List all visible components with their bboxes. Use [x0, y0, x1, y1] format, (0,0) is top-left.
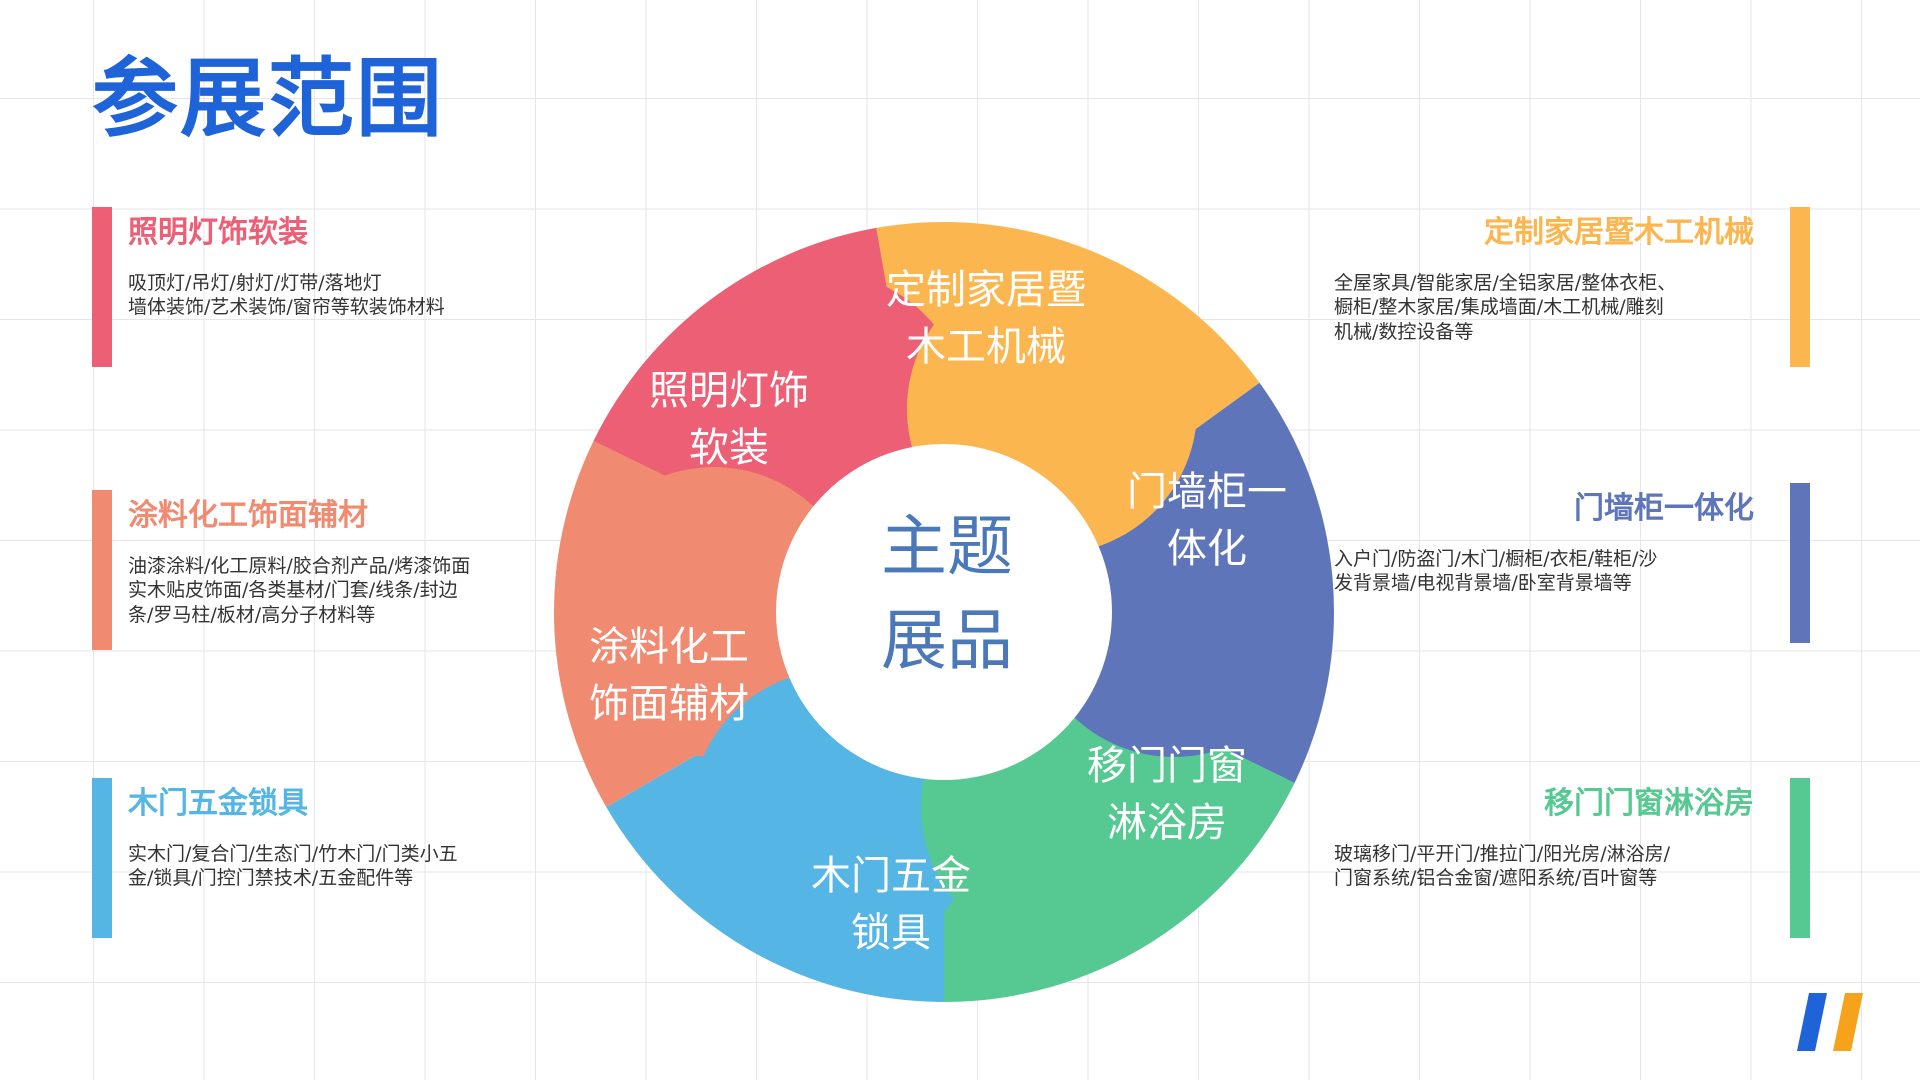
brand-logo-icon — [1797, 993, 1863, 1051]
info-custom-furniture: 定制家居暨木工机械 全屋家具/智能家居/全铝家居/整体衣柜、 橱柜/整木家居/集… — [1309, 207, 1810, 367]
info-title: 移门门窗淋浴房 — [1544, 786, 1754, 821]
segment-label-door-wall-cabinet: 门墙柜一 体化 — [1127, 469, 1287, 572]
accent-bar — [1790, 207, 1810, 367]
segment-label-wooden-doors: 木门五金 锁具 — [811, 853, 971, 956]
segment-label-coatings: 涂料化工 饰面辅材 — [589, 624, 749, 727]
info-title: 定制家居暨木工机械 — [1484, 215, 1754, 250]
info-title: 木门五金锁具 — [128, 786, 308, 821]
segment-label-custom-furniture: 定制家居暨 木工机械 — [886, 267, 1086, 370]
info-desc: 全屋家具/智能家居/全铝家居/整体衣柜、 橱柜/整木家居/集成墙面/木工机械/雕… — [1334, 272, 1677, 343]
segment-label-lighting: 照明灯饰 软装 — [649, 368, 809, 471]
info-title: 门墙柜一体化 — [1574, 491, 1754, 526]
segment-label-sliding-doors: 移门门窗 淋浴房 — [1087, 743, 1247, 846]
info-desc: 吸顶灯/吊灯/射灯/灯带/落地灯 墙体装饰/艺术装饰/窗帘等软装饰材料 — [128, 272, 445, 319]
info-desc: 玻璃移门/平开门/推拉门/阳光房/淋浴房/ 门窗系统/铝合金窗/遮阳系统/百叶窗… — [1334, 843, 1671, 890]
info-desc: 入户门/防盗门/木门/橱柜/衣柜/鞋柜/沙 发背景墙/电视背景墙/卧室背景墙等 — [1334, 548, 1658, 595]
info-coatings: 涂料化工饰面辅材 油漆涂料/化工原料/胶合剂产品/烤漆饰面 实木贴皮饰面/各类基… — [92, 490, 573, 650]
info-desc: 实木门/复合门/生态门/竹木门/门类小五 金/锁具/门控门禁技术/五金配件等 — [128, 843, 458, 890]
info-sliding-doors: 移门门窗淋浴房 玻璃移门/平开门/推拉门/阳光房/淋浴房/ 门窗系统/铝合金窗/… — [1309, 778, 1810, 938]
logo-stripe-blue — [1797, 993, 1827, 1051]
page-title: 参展范围 — [92, 49, 444, 149]
center-label: 主题 展品 — [881, 508, 1013, 679]
accent-bar — [1790, 483, 1810, 643]
accent-bar — [1790, 778, 1810, 938]
info-door-wall-cabinet: 门墙柜一体化 入户门/防盗门/木门/橱柜/衣柜/鞋柜/沙 发背景墙/电视背景墙/… — [1309, 483, 1810, 643]
info-lighting: 照明灯饰软装 吸顶灯/吊灯/射灯/灯带/落地灯 墙体装饰/艺术装饰/窗帘等软装饰… — [92, 207, 573, 367]
info-title: 照明灯饰软装 — [128, 215, 308, 250]
info-title: 涂料化工饰面辅材 — [128, 498, 368, 533]
info-wooden-doors: 木门五金锁具 实木门/复合门/生态门/竹木门/门类小五 金/锁具/门控门禁技术/… — [92, 778, 573, 938]
ring-wedge-door-wall-cabinet — [1079, 382, 1334, 783]
accent-bar — [92, 490, 112, 650]
accent-bar — [92, 207, 112, 367]
accent-bar — [92, 778, 112, 938]
logo-stripe-orange — [1833, 993, 1863, 1051]
info-desc: 油漆涂料/化工原料/胶合剂产品/烤漆饰面 实木贴皮饰面/各类基材/门套/线条/封… — [128, 555, 471, 626]
